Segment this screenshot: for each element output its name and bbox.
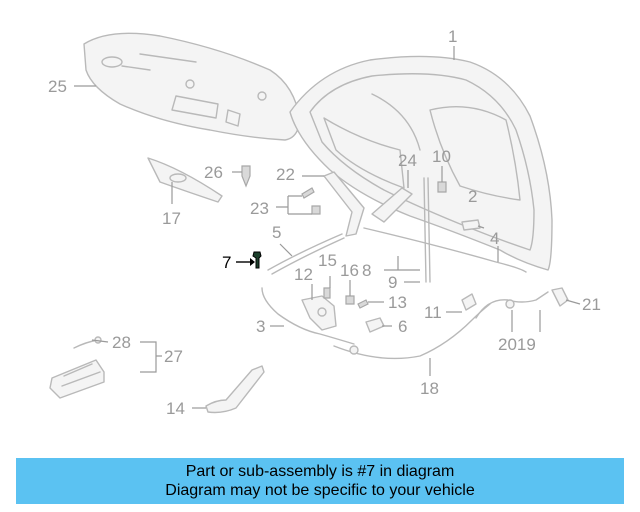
callout-14: 14 <box>166 399 185 418</box>
bracket-part-24 <box>371 187 413 223</box>
callout-2019: 2019 <box>498 335 536 354</box>
callout-15: 15 <box>318 251 337 270</box>
cable-part-2019 <box>475 291 549 319</box>
clip-part-10 <box>437 181 447 193</box>
bracket-part-11 <box>461 293 477 311</box>
callout-12: 12 <box>294 265 313 284</box>
prop-rod-part-8 <box>423 177 431 283</box>
callout-17: 17 <box>162 209 181 228</box>
callout-1: 1 <box>448 27 457 46</box>
callout-5: 5 <box>272 223 281 242</box>
seal-part-5 <box>267 233 345 275</box>
latch-part-12 <box>301 295 337 331</box>
leader-lines <box>74 46 581 409</box>
leader-arrow-part-7 <box>250 258 255 266</box>
hinge-part-22 <box>323 171 365 237</box>
callout-13: 13 <box>388 293 407 312</box>
callout-27: 27 <box>164 347 183 366</box>
nut-part-16 <box>345 295 355 305</box>
parts-diagram: 1 25 26 17 22 23 24 10 2 4 5 7 15 12 16 … <box>48 27 601 418</box>
callout-6: 6 <box>398 317 407 336</box>
callout-25: 25 <box>48 77 67 96</box>
callout-22: 22 <box>276 165 295 184</box>
hood-insulator-part-25 <box>83 32 301 141</box>
callout-18: 18 <box>420 379 439 398</box>
cable-part-28 <box>73 336 102 349</box>
handle-part-21 <box>551 287 569 307</box>
callout-10: 10 <box>432 147 451 166</box>
clip-part-26 <box>241 165 251 188</box>
callout-8: 8 <box>362 261 371 280</box>
hood-panel-part-1 <box>289 55 553 271</box>
callout-9: 9 <box>388 273 397 292</box>
weatherstrip-part-4 <box>363 227 527 273</box>
cable-part-18 <box>333 303 491 360</box>
info-banner: Part or sub-assembly is #7 in diagram Di… <box>16 458 624 504</box>
callout-11: 11 <box>424 303 442 322</box>
bolts-part-23 <box>301 187 321 215</box>
bolt-part-15 <box>323 287 331 299</box>
bumper-part-2 <box>461 219 481 231</box>
callout-23: 23 <box>250 199 269 218</box>
callout-3: 3 <box>256 317 265 336</box>
cable-part-3 <box>261 287 355 345</box>
banner-line-part-number: Part or sub-assembly is #7 in diagram <box>185 463 455 480</box>
banner-line-disclaimer: Diagram may not be specific to your vehi… <box>165 482 475 499</box>
callout-4: 4 <box>490 229 499 248</box>
lock-part-27 <box>49 359 105 399</box>
callout-7: 7 <box>222 253 231 272</box>
callout-2: 2 <box>468 187 477 206</box>
bolt-part-7[interactable] <box>252 251 262 269</box>
callout-26: 26 <box>204 163 223 182</box>
callout-21: 21 <box>582 295 601 314</box>
bumper-part-6 <box>365 317 385 333</box>
handle-part-14 <box>205 365 265 414</box>
bolt-part-13 <box>357 299 369 309</box>
callout-16: 16 <box>340 261 359 280</box>
insulator-part-17 <box>147 157 223 203</box>
callout-24: 24 <box>398 151 417 170</box>
callout-28: 28 <box>112 333 131 352</box>
